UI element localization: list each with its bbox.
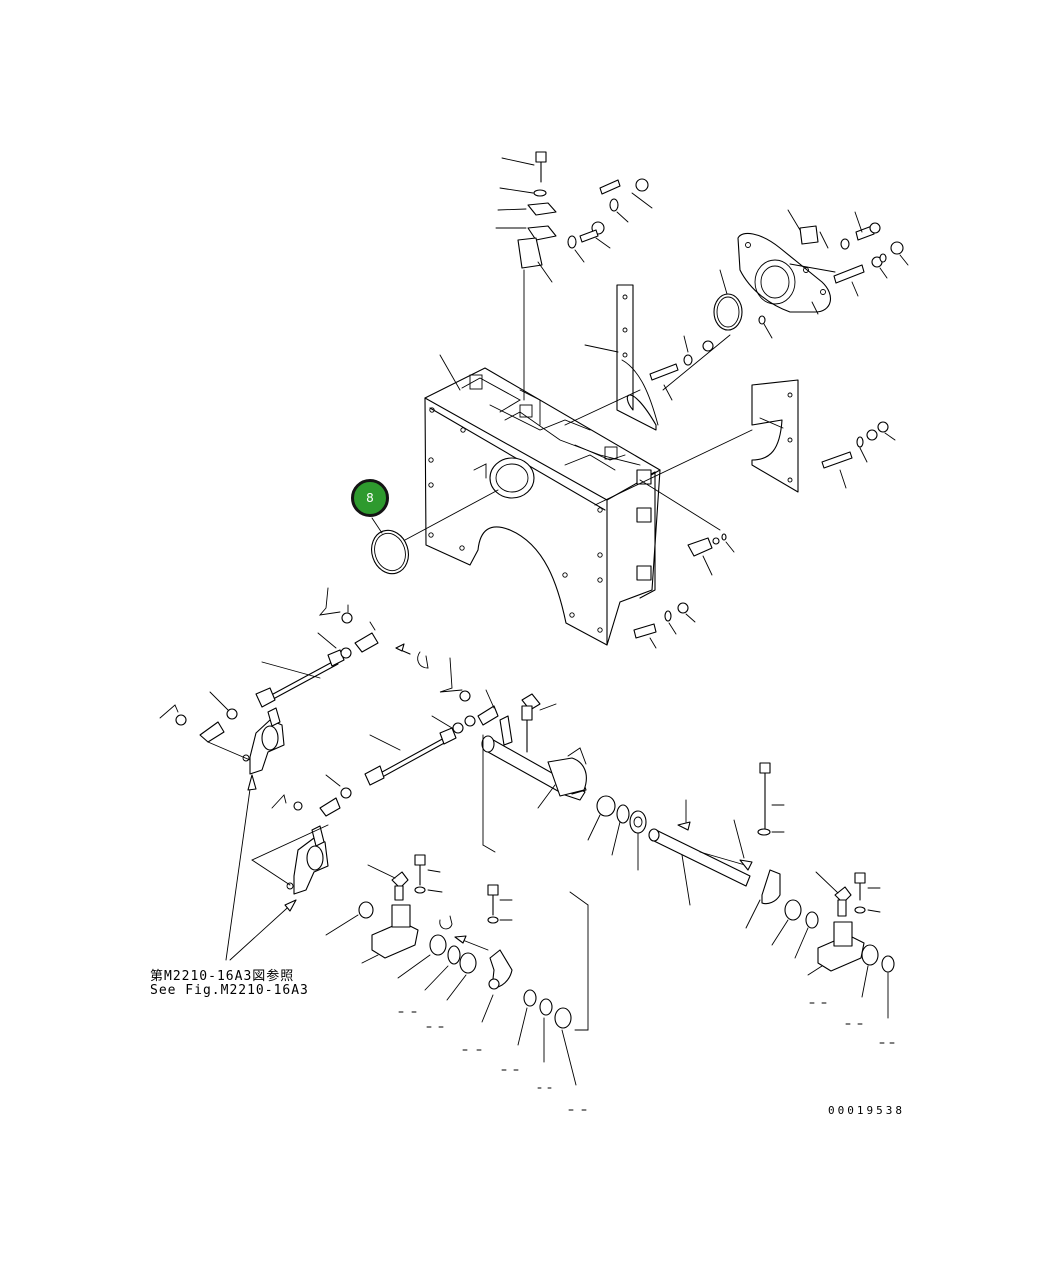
linkage-rods: [159, 587, 499, 961]
upper-gaskets: [564, 284, 799, 506]
callout-label: 8: [366, 491, 374, 505]
drawing-number: 00019538: [828, 1104, 905, 1117]
mount-blocks: [325, 854, 895, 1086]
top-bracket-stack: [495, 151, 653, 283]
reference-note-japanese: 第M2210-16A3図参照: [150, 969, 295, 984]
reference-note-english: See Fig.M2210-16A3: [150, 983, 309, 998]
flange-plate: [713, 209, 909, 339]
housing-bolt-holes: [428, 407, 603, 633]
shaft-assembly: [481, 693, 819, 1031]
label-dash-marks: [398, 1002, 895, 1111]
callout-badge-8[interactable]: 8: [351, 479, 389, 517]
o-ring-part-8: [371, 517, 409, 575]
stud-bolts: [633, 335, 896, 649]
